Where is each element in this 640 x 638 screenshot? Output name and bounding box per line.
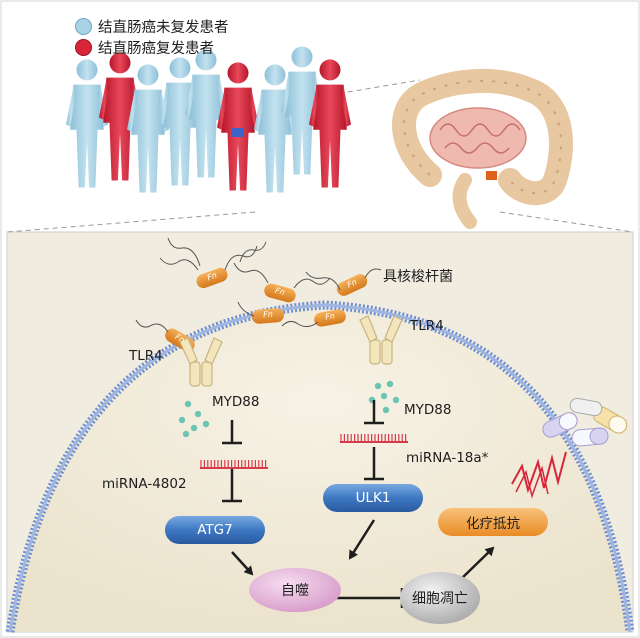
tumor-marker-icon (486, 171, 497, 180)
myd88-label-left: MYD88 (212, 394, 260, 410)
atg7-node: ATG7 (197, 522, 233, 538)
tlr4-receptor-right (359, 315, 403, 365)
bacterium-fn-tag: Fn (262, 309, 274, 320)
mirna-bar-right (340, 434, 408, 443)
cell-body (10, 305, 630, 632)
patient-figure-recurrence (99, 52, 141, 181)
ulk1-node-shape (323, 484, 423, 512)
tlr4-label-right: TLR4 (410, 318, 444, 334)
autophagy-node: 自噬 (281, 583, 309, 599)
legend-dot-blue (75, 18, 92, 35)
patient-figure-recurrence (309, 59, 351, 188)
mirna-18a-label: miRNA-18a* (406, 450, 489, 466)
chemoresistance-node: 化疗抵抗 (466, 516, 520, 532)
myd88-label-right: MYD88 (404, 402, 452, 418)
patient-figure-recurrence (217, 62, 259, 191)
mirna-bar-left (200, 460, 268, 469)
myd88-dots-left (178, 400, 210, 438)
colon-organ-icon (392, 69, 573, 229)
apoptosis-node-shape (400, 572, 480, 624)
legend-no-recurrence: 结直肠癌未复发患者 (75, 16, 229, 37)
zoom-line-left (6, 211, 256, 233)
resistance-zigzag (511, 451, 567, 494)
legend-dot-red (75, 39, 92, 56)
legend-recurrence-label: 结直肠癌复发患者 (98, 41, 214, 57)
ulk1-node: ULK1 (355, 490, 391, 506)
legend-recurrence: 结直肠癌复发患者 (75, 37, 214, 58)
autophagy-node-shape (249, 568, 341, 612)
atg7-node-shape (165, 516, 265, 544)
legend-no-recurrence-label: 结直肠癌未复发患者 (98, 20, 229, 36)
tlr4-receptor-left (179, 337, 223, 387)
drug-capsule-icon (542, 397, 628, 447)
chemoresistance-node-shape (438, 508, 548, 536)
bacteria-label: 具核梭杆菌 (383, 269, 453, 285)
myd88-dots-right (368, 380, 400, 414)
apoptosis-node: 细胞凋亡 (412, 591, 468, 607)
mirna-4802-label: miRNA-4802 (102, 476, 187, 492)
zoom-line-right (499, 211, 634, 233)
patient-figures (66, 46, 351, 193)
tlr4-label-left: TLR4 (129, 348, 163, 364)
tumor-site-marker (232, 128, 244, 137)
